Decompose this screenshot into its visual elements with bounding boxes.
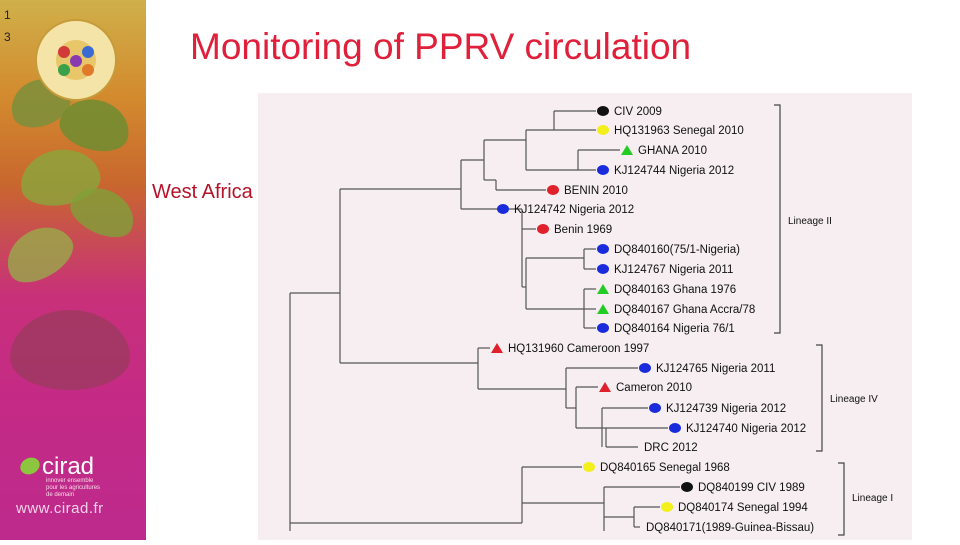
tree-taxon: GHANA 2010 [621, 145, 707, 157]
tree-taxon: KJ124742 Nigeria 2012 [497, 204, 634, 216]
taxon-marker [583, 462, 595, 472]
taxon-marker [597, 165, 609, 175]
taxon-label: KJ124739 Nigeria 2012 [666, 403, 786, 415]
taxon-marker [599, 382, 611, 392]
tree-taxon: DQ840174 Senegal 1994 [661, 502, 808, 514]
cirad-url: www.cirad.fr [16, 500, 104, 517]
lineage-bracket [838, 462, 845, 536]
tree-taxon: DQ840171(1989-Guinea-Bissau) [646, 522, 814, 534]
taxon-label: GHANA 2010 [638, 145, 707, 157]
taxon-marker [597, 264, 609, 274]
root-shape [10, 310, 130, 390]
taxon-marker [669, 423, 681, 433]
tree-taxon: DQ840199 CIV 1989 [681, 482, 805, 494]
tree-taxon: DQ840164 Nigeria 76/1 [597, 323, 735, 335]
lineage-label: Lineage I [852, 493, 893, 504]
taxon-label: HQ131960 Cameroon 1997 [508, 343, 649, 355]
cirad-logo: cirad [20, 453, 94, 480]
tree-taxon: DQ840160(75/1-Nigeria) [597, 244, 740, 256]
taxon-label: DQ840171(1989-Guinea-Bissau) [646, 522, 814, 534]
taxon-label: KJ124742 Nigeria 2012 [514, 204, 634, 216]
taxon-label: KJ124744 Nigeria 2012 [614, 165, 734, 177]
taxon-label: DQ840164 Nigeria 76/1 [614, 323, 735, 335]
taxon-label: KJ124767 Nigeria 2011 [614, 264, 733, 276]
region-label: West Africa [152, 181, 253, 203]
page-title: Monitoring of PPRV circulation [190, 26, 692, 67]
taxon-marker [661, 502, 673, 512]
cirad-tagline: innover ensemble pour les agricultures d… [46, 478, 101, 498]
tree-taxon: HQ131963 Senegal 2010 [597, 125, 744, 137]
tree-taxon: Benin 1969 [537, 224, 612, 236]
tree-taxon: KJ124740 Nigeria 2012 [669, 423, 806, 435]
tree-taxon: HQ131960 Cameroon 1997 [491, 343, 649, 355]
taxon-marker [681, 482, 693, 492]
tree-taxon: DRC 2012 [644, 442, 698, 454]
lineage-bracket [816, 344, 823, 452]
taxon-label: CIV 2009 [614, 106, 662, 118]
taxon-label: KJ124765 Nigeria 2011 [656, 363, 775, 375]
rencontres-badge-logo [35, 19, 117, 101]
taxon-label: BENIN 2010 [564, 185, 628, 197]
taxon-label: HQ131963 Senegal 2010 [614, 125, 744, 137]
tree-taxon: KJ124739 Nigeria 2012 [649, 403, 786, 415]
taxon-marker [537, 224, 549, 234]
tree-branches [289, 110, 680, 531]
tree-taxon: Cameron 2010 [599, 382, 692, 394]
taxon-marker [597, 125, 609, 135]
svg-text:cirad: cirad [42, 453, 94, 480]
taxon-marker [597, 284, 609, 294]
slide-number: 1 3 [4, 8, 11, 44]
taxon-label: DQ840163 Ghana 1976 [614, 284, 736, 296]
taxon-marker [597, 304, 609, 314]
lineage-brackets: Lineage II Lineage IV Lineage I [774, 104, 893, 536]
taxon-label: DQ840199 CIV 1989 [698, 482, 805, 494]
taxon-label: KJ124740 Nigeria 2012 [686, 423, 806, 435]
tree-taxon: DQ840165 Senegal 1968 [583, 462, 730, 474]
tree-taxon: BENIN 2010 [547, 185, 628, 197]
cirad-sidebar-banner: cirad innover ensemble pour les agricult… [0, 0, 146, 540]
taxon-label: DQ840167 Ghana Accra/78 [614, 304, 755, 316]
tree-taxon: CIV 2009 [597, 106, 662, 118]
taxon-label: Cameron 2010 [616, 382, 692, 394]
lineage-label: Lineage II [788, 216, 832, 227]
taxon-marker [597, 244, 609, 254]
taxon-marker [597, 106, 609, 116]
lineage-bracket [774, 104, 781, 334]
taxon-label: DQ840165 Senegal 1968 [600, 462, 730, 474]
tree-taxon: KJ124744 Nigeria 2012 [597, 165, 734, 177]
taxon-label: Benin 1969 [554, 224, 612, 236]
taxon-marker [497, 204, 509, 214]
taxon-marker [621, 145, 633, 155]
taxon-label: DQ840160(75/1-Nigeria) [614, 244, 740, 256]
tree-taxon: DQ840163 Ghana 1976 [597, 284, 736, 296]
taxon-marker [639, 363, 651, 373]
taxon-label: DQ840174 Senegal 1994 [678, 502, 808, 514]
lineage-label: Lineage IV [830, 394, 878, 405]
taxon-marker [491, 343, 503, 353]
tree-taxon: KJ124765 Nigeria 2011 [639, 363, 775, 375]
taxon-marker [597, 323, 609, 333]
tree-taxon: KJ124767 Nigeria 2011 [597, 264, 733, 276]
taxon-marker [649, 403, 661, 413]
plant-leaf-shape [0, 215, 82, 293]
taxon-label: DRC 2012 [644, 442, 698, 454]
tree-taxon: DQ840167 Ghana Accra/78 [597, 304, 755, 316]
taxon-marker [547, 185, 559, 195]
